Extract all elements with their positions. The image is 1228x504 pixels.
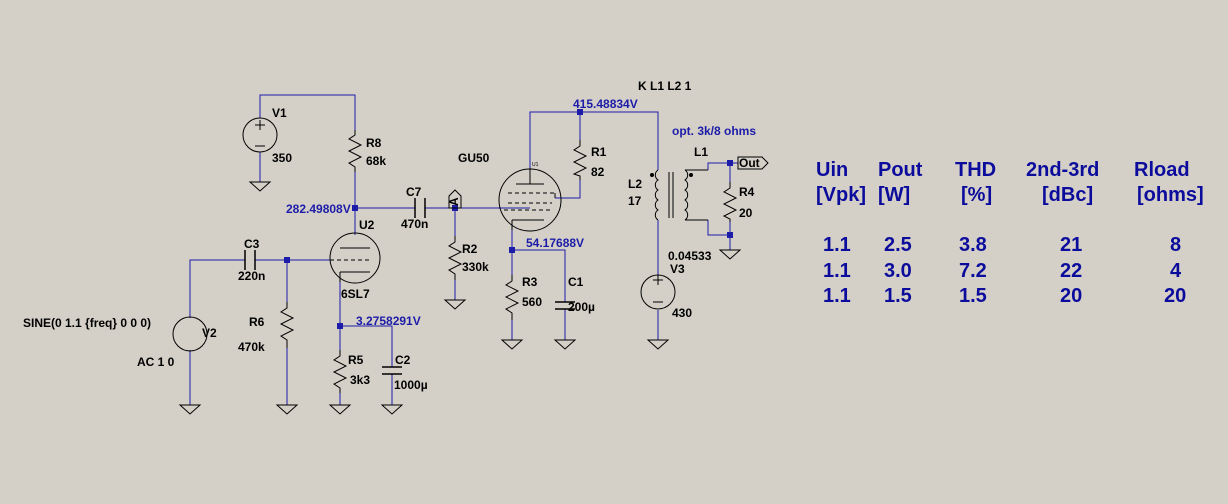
label-r4-ref: R4 [739,185,755,199]
label-c2-value: 1000µ [394,378,428,392]
ground-symbols [178,181,742,415]
header-pout-unit: [W] [878,184,910,206]
label-v3-ref: V3 [670,262,685,276]
table-cell: 20 [1164,285,1186,307]
resistor-r8[interactable] [347,130,363,172]
label-r2-ref: R2 [462,242,478,256]
label-c3-ref: C3 [244,237,260,251]
table-cell: 22 [1060,260,1082,282]
label-v2-value: SINE(0 1.1 {freq} 0 0 0) [23,316,151,330]
label-r3-ref: R3 [522,275,538,289]
label-v2-ac: AC 1 0 [137,355,175,369]
label-r2-value: 330k [462,260,489,274]
table-cell: 4 [1170,260,1182,282]
label-c1-value: 200µ [568,300,595,314]
label-r1-value: 82 [591,165,605,179]
net-label-a: A [447,197,461,206]
transformer-note: opt. 3k/8 ohms [672,124,756,138]
resistor-r3[interactable] [504,275,520,320]
resistor-r6[interactable] [279,302,295,348]
label-v3-series: 0.04533 [668,249,712,263]
table-cell: 3.0 [884,260,912,282]
resistor-r2[interactable] [447,236,463,280]
label-c2-ref: C2 [395,353,411,367]
header-rload: Rload [1134,159,1190,181]
capacitor-c2[interactable] [382,366,402,375]
label-v3-value: 430 [672,306,692,320]
label-r8-ref: R8 [366,136,382,150]
table-cell: 1.1 [823,234,851,256]
table-cell: 1.1 [823,260,851,282]
capacitor-c3[interactable] [244,250,256,270]
label-u2-ref: U2 [359,218,375,232]
table-cell: 1.5 [959,285,987,307]
label-c7-value: 470n [401,217,428,231]
label-r6-value: 470k [238,340,265,354]
net-label-out: Out [739,156,760,170]
voltage-source-v3[interactable] [640,274,676,310]
label-r5-value: 3k3 [350,373,370,387]
net-label-out-shape [737,156,769,170]
node-voltage-labels: opt. 3k/8 ohms 415.48834V 282.49808V 54.… [286,97,756,328]
label-l1-ref: L1 [694,145,708,159]
triode-u2[interactable] [329,232,381,284]
table-cell: 3.8 [959,234,987,256]
label-c3-value: 220n [238,269,265,283]
wires [189,94,738,405]
header-pout: Pout [878,159,923,181]
label-c1-ref: C1 [568,275,584,289]
header-thd-unit: [%] [961,184,992,206]
inductor-l1[interactable] [684,169,708,221]
table-cell: 8 [1170,234,1181,256]
header-2nd-3rd: 2nd-3rd [1026,159,1099,181]
results-table: Uin [Vpk] Pout [W] THD [%] 2nd-3rd [dBc]… [816,159,1204,307]
label-r4-value: 20 [739,206,753,220]
label-l2-value: 17 [628,194,642,208]
capacitor-c1[interactable] [555,301,575,310]
voltage-plate-u1: 415.48834V [573,97,638,111]
voltage-plate-u2: 282.49808V [286,202,351,216]
header-uin-unit: [Vpk] [816,184,866,206]
table-cell: 21 [1060,234,1082,256]
resistor-r1[interactable] [572,140,588,180]
resistor-r4[interactable] [722,182,738,222]
header-2nd-3rd-unit: [dBc] [1042,184,1093,206]
capacitor-c7[interactable] [414,198,426,218]
header-uin: Uin [816,159,848,181]
component-labels: V1 350 R8 68k C7 470n GU50 U2 6SL7 C3 22… [23,79,760,392]
label-u2-model: 6SL7 [341,287,370,301]
label-r8-value: 68k [366,154,386,168]
label-u1-model: GU50 [458,151,490,165]
table-cell: 2.5 [884,234,912,256]
table-cell: 1.1 [823,285,851,307]
voltage-source-v1[interactable] [242,117,278,153]
label-r1-ref: R1 [591,145,607,159]
label-r3-value: 560 [522,295,542,309]
header-rload-unit: [ohms] [1137,184,1204,206]
resistor-r5[interactable] [332,350,348,393]
label-v2-ref: V2 [202,326,217,340]
voltage-screen-u1: 54.17688V [526,236,584,250]
pentode-u1[interactable] [498,168,562,232]
net-label-a-shape [448,189,462,209]
table-cell: 20 [1060,285,1082,307]
label-l2-ref: L2 [628,177,642,191]
transformer-core [668,172,674,218]
label-v1-value: 350 [272,151,292,165]
voltage-source-v2[interactable] [172,316,208,352]
spice-directive-coupling: K L1 L2 1 [638,79,692,93]
label-r5-ref: R5 [348,353,364,367]
label-u1-ref: U1 [532,162,539,168]
table-cell: 1.5 [884,285,912,307]
label-c7-ref: C7 [406,185,422,199]
table-cell: 7.2 [959,260,987,282]
header-thd: THD [955,159,996,181]
label-r6-ref: R6 [249,315,265,329]
inductor-l2[interactable] [650,169,659,221]
label-v1-ref: V1 [272,106,287,120]
voltage-cathode-u2: 3.2758291V [356,314,421,328]
